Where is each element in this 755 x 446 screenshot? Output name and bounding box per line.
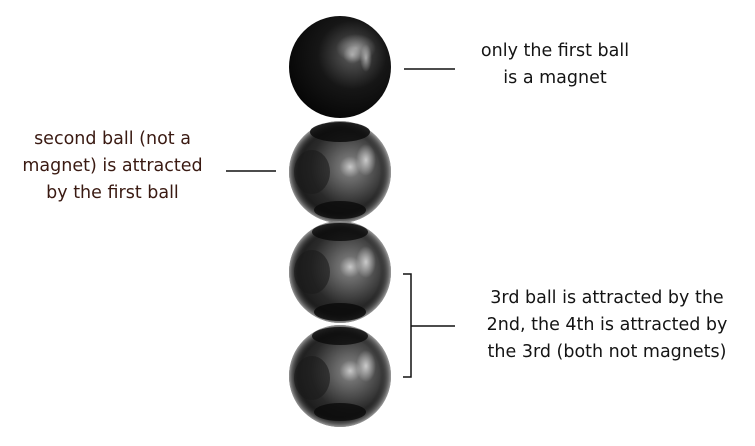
label-first-line-1: only the first ball — [480, 41, 630, 61]
steel-ball-3 — [289, 221, 391, 323]
label-second-line-1: second ball (not a — [34, 129, 191, 149]
bracket-third-fourth — [403, 273, 455, 378]
label-second-ball: second ball (not a magnet) is attracted … — [0, 126, 225, 207]
label-third-fourth-balls: 3rd ball is attracted by the 2nd, the 4t… — [462, 285, 752, 366]
label-third-line-1: 3rd ball is attracted by the — [490, 288, 724, 308]
label-second-line-2: magnet) is attracted — [22, 156, 203, 176]
label-first-line-2: is a magnet — [503, 68, 607, 88]
magnet-ball-1 — [289, 16, 391, 118]
label-third-line-3: the 3rd (both not magnets) — [487, 342, 727, 362]
label-third-line-2: 2nd, the 4th is attracted by — [486, 315, 728, 335]
steel-ball-4 — [289, 325, 391, 427]
label-second-line-3: by the first ball — [46, 183, 179, 203]
label-first-ball: only the first ball is a magnet — [455, 38, 655, 92]
steel-ball-2 — [289, 121, 391, 223]
